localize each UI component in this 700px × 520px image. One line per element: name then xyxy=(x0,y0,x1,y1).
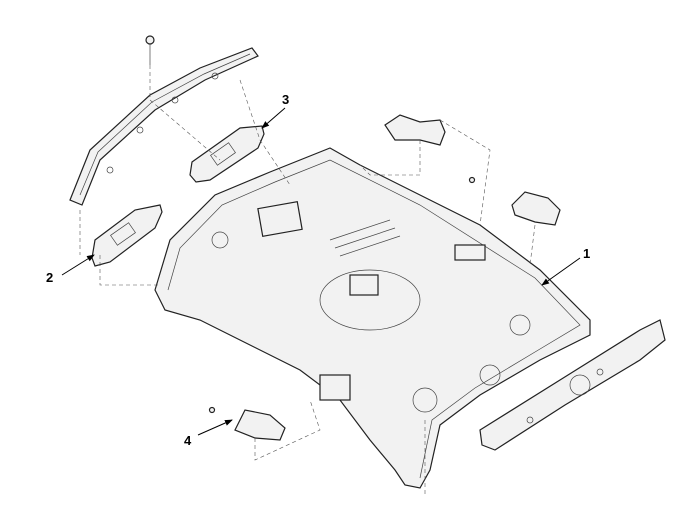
callout-3: 3 xyxy=(261,92,289,129)
bracket-lower xyxy=(208,406,286,441)
clip xyxy=(468,176,476,184)
callout-label-1: 1 xyxy=(583,246,590,261)
callout-label-2: 2 xyxy=(46,270,53,285)
sun-visor-left xyxy=(91,204,163,267)
guide-lines xyxy=(79,65,536,461)
callout-4: 4 xyxy=(184,419,233,448)
rear-roof-trim xyxy=(479,319,666,451)
bracket-right xyxy=(511,191,561,226)
headliner xyxy=(154,147,591,495)
callout-label-4: 4 xyxy=(184,433,192,448)
callout-1: 1 xyxy=(541,246,590,286)
sun-visor-right xyxy=(189,125,265,183)
callout-2: 2 xyxy=(46,254,95,285)
bracket-upper xyxy=(384,114,446,146)
callout-label-3: 3 xyxy=(282,92,289,107)
front-roof-trim xyxy=(69,47,259,206)
screw-top xyxy=(145,35,155,65)
